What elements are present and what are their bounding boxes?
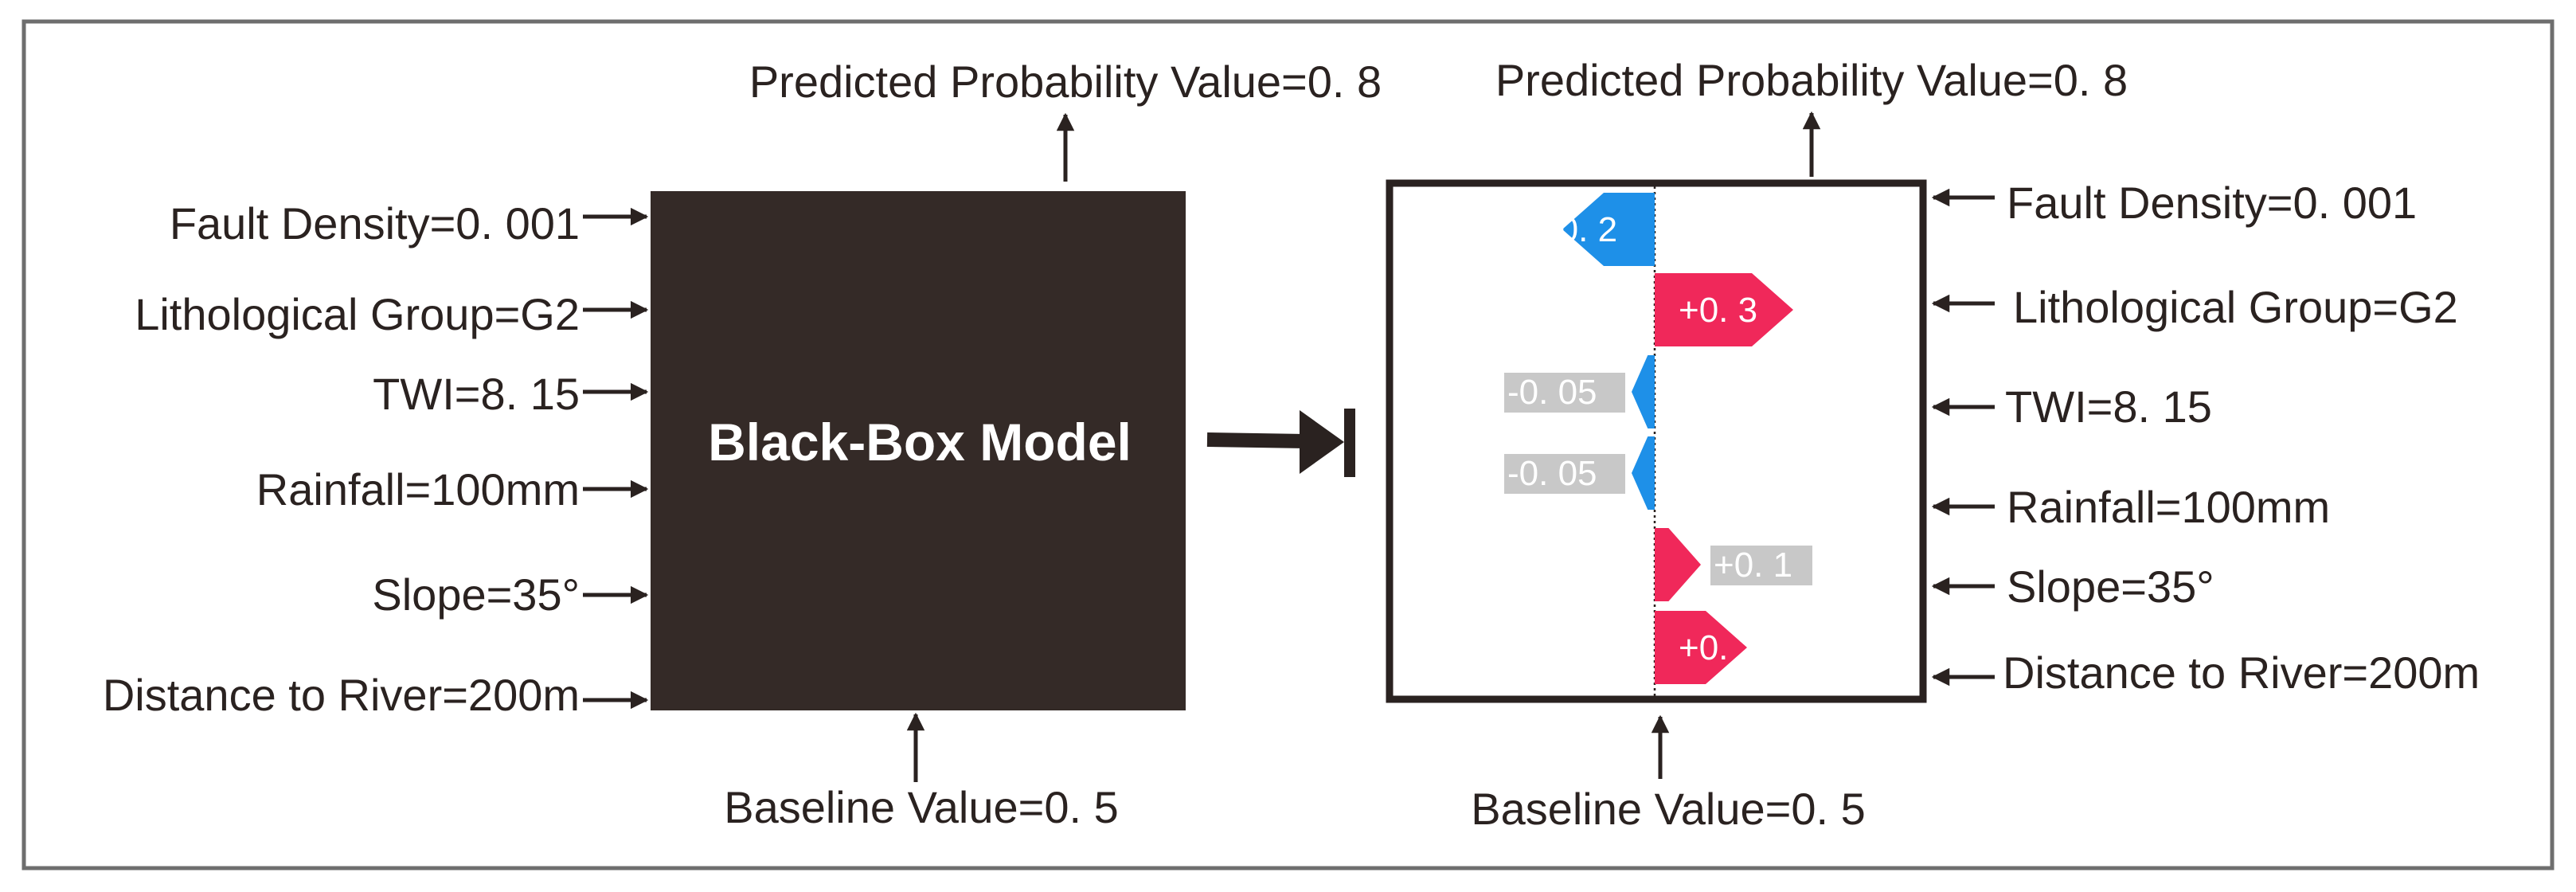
contribution-label-background: [1504, 454, 1625, 494]
left-feature-distance-to-river: Distance to River=200m: [103, 670, 580, 720]
left-feature-fault-density: Fault Density=0. 001: [170, 198, 580, 248]
contribution-value-label: -0. 2: [1547, 210, 1617, 249]
contribution-label-background: [1710, 546, 1812, 585]
left-feature-lithological-group: Lithological Group=G2: [135, 289, 580, 339]
black-box-model-label: Black-Box Model: [708, 413, 1132, 471]
black-box-model: [651, 191, 1186, 710]
contribution-bars: -0. 2 +0. 3 -0. 05 -0. 05 +0. 1 +0. 2: [1504, 193, 1812, 684]
transition-arrow: [1206, 409, 1355, 477]
right-feature-slope: Slope=35°: [2007, 561, 2214, 612]
outer-frame: [21, 19, 2555, 870]
left-feature-twi: TWI=8. 15: [373, 369, 580, 419]
contribution-value-label: -0. 05: [1507, 373, 1597, 412]
left-feature-slope: Slope=35°: [372, 569, 580, 620]
right-feature-lithological-group: Lithological Group=G2: [2013, 282, 2458, 332]
right-baseline-label: Baseline Value=0. 5: [1471, 784, 1866, 834]
negative-contribution-bar: [1632, 355, 1655, 428]
positive-contribution-bar: [1655, 611, 1747, 684]
contribution-value-label: +0. 1: [1714, 546, 1792, 585]
negative-contribution-bar: [1562, 193, 1655, 266]
right-feature-fault-density: Fault Density=0. 001: [2007, 178, 2417, 228]
right-feature-twi: TWI=8. 15: [2005, 381, 2212, 432]
contribution-value-label: +0. 2: [1679, 628, 1757, 667]
right-feature-distance-to-river: Distance to River=200m: [2003, 647, 2480, 698]
left-baseline-label: Baseline Value=0. 5: [724, 782, 1119, 832]
contribution-value-label: -0. 05: [1507, 454, 1597, 493]
positive-contribution-bar: [1655, 528, 1701, 601]
left-feature-rainfall: Rainfall=100mm: [256, 464, 580, 514]
contribution-label-background: [1504, 373, 1625, 413]
right-feature-rainfall: Rainfall=100mm: [2007, 482, 2330, 532]
contribution-value-label: +0. 3: [1679, 291, 1757, 330]
negative-contribution-bar: [1632, 436, 1655, 510]
left-predicted-value-label: Predicted Probability Value=0. 8: [749, 57, 1382, 107]
right-predicted-value-label: Predicted Probability Value=0. 8: [1495, 55, 2128, 105]
positive-contribution-bar: [1655, 273, 1793, 346]
